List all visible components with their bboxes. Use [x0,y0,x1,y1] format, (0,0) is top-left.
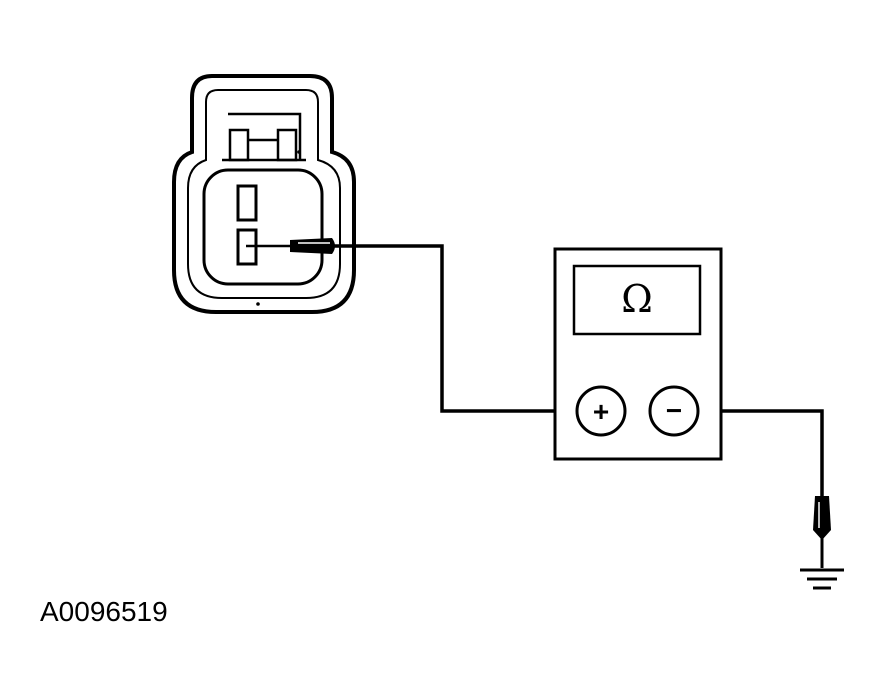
multimeter-display [572,264,702,336]
connector-lock-tab-right [276,128,298,162]
connector-pin-1 [236,184,258,222]
connector-marker-dot-top [297,150,301,154]
wire-negative [700,409,824,500]
wires [334,244,824,500]
ground-symbol [800,568,844,590]
multimeter: Ω + − [553,247,723,461]
ground-probe-body [813,496,831,540]
positive-terminal [575,385,627,437]
test-probe [246,238,335,254]
negative-terminal-label: − [666,395,682,426]
connector-housing-outer [172,74,356,314]
connector-lock-tab [228,128,250,162]
negative-terminal [648,385,700,437]
ground-probe [813,496,831,568]
positive-terminal-label: + [593,396,609,427]
figure-id: A0096519 [40,596,168,627]
connector [172,74,356,314]
connector-marker-dot [256,302,260,306]
connector-face [202,168,324,286]
connector-housing-inner [187,89,341,299]
probe-body [290,238,335,254]
wire-positive [334,244,580,413]
ohm-symbol: Ω [621,277,653,321]
connector-lock-frame [228,112,302,160]
